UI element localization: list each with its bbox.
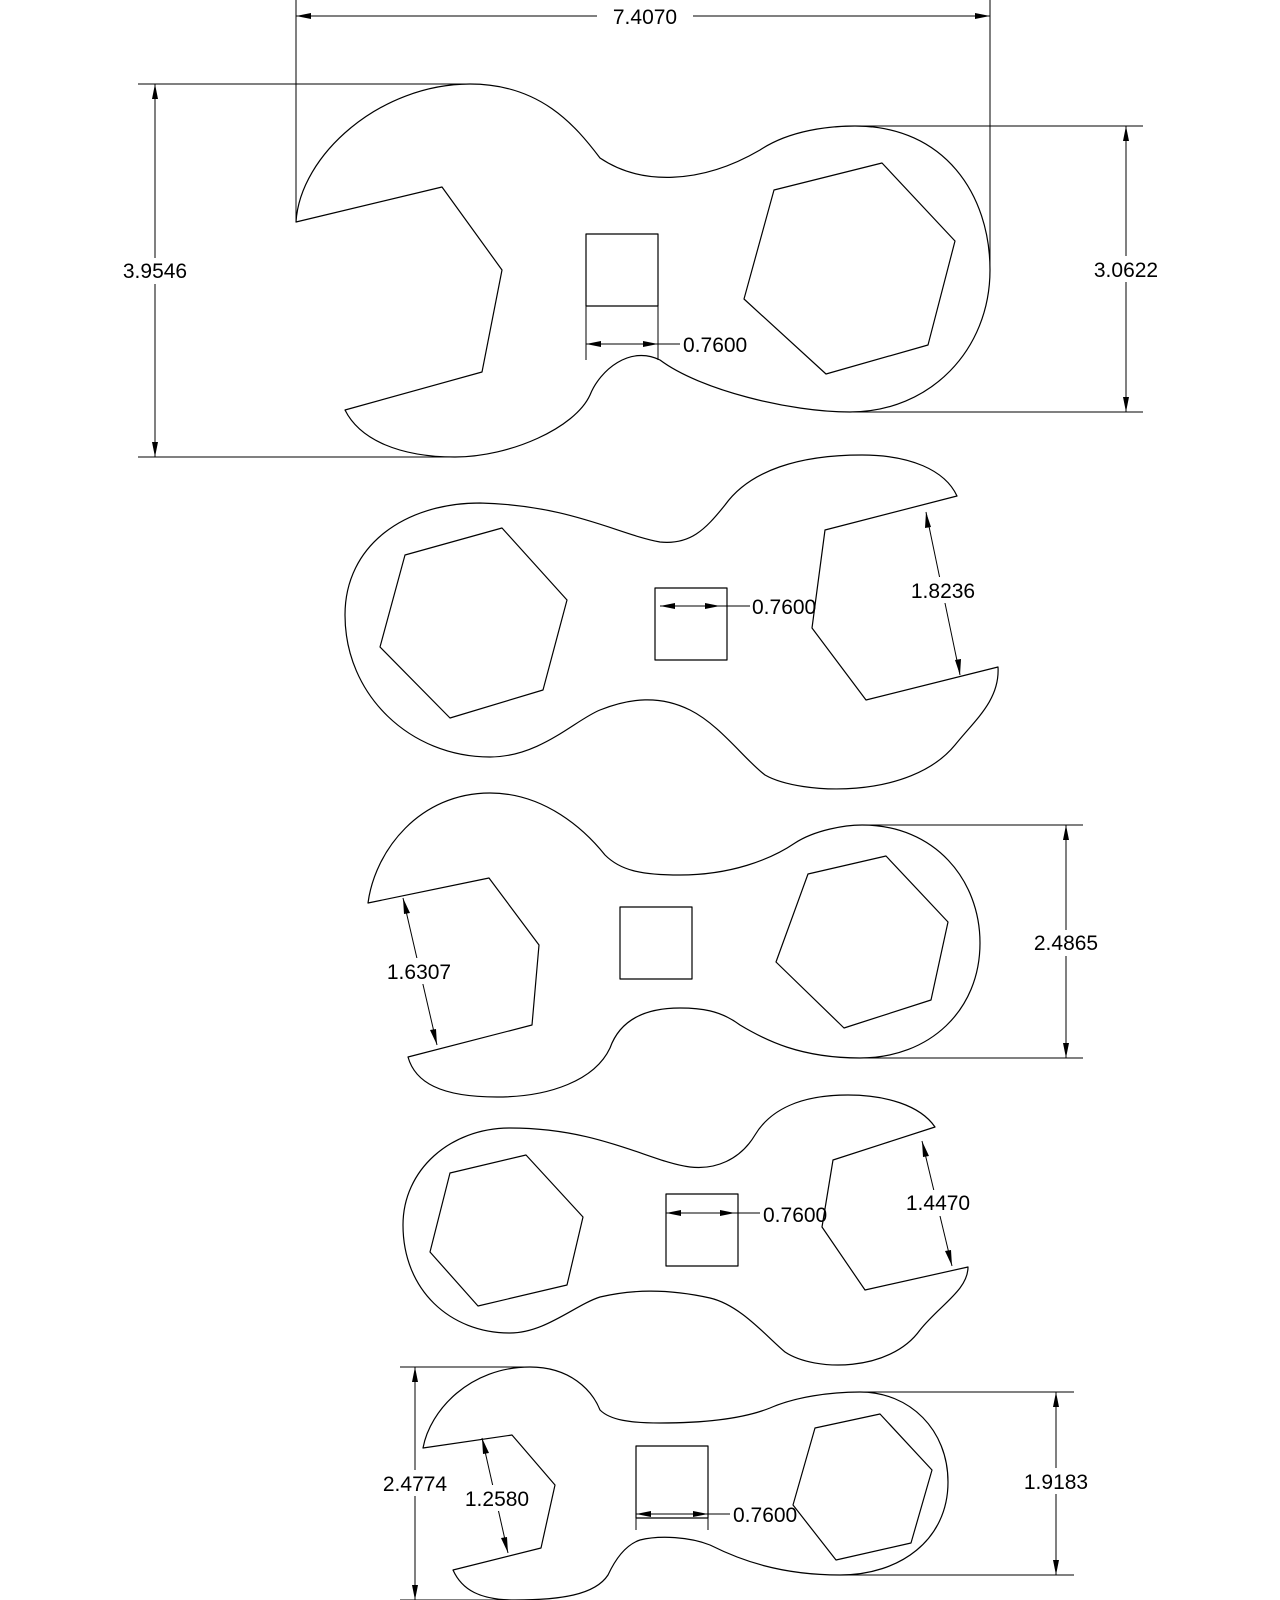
wrench-4-square-label: 0.7600	[763, 1204, 827, 1227]
wrench-2	[344, 454, 999, 790]
wrench-5-box-height-label: 1.9183	[1024, 1471, 1088, 1494]
wrench-2-box-hexagon	[379, 527, 568, 719]
wrench-4-jaw-dimension: 1.4470	[898, 1140, 978, 1267]
wrench-1	[295, 83, 991, 458]
wrench-4-jaw-label: 1.4470	[906, 1192, 970, 1215]
wrench-3-jaw-dimension: 1.6307	[379, 897, 459, 1046]
wrench-1-box-height-label: 3.0622	[1094, 259, 1158, 282]
wrench-2-jaw-dimension: 1.8236	[903, 511, 983, 676]
wrench-2-square-label: 0.7600	[752, 596, 816, 619]
wrench-3-jaw-label: 1.6307	[387, 961, 451, 984]
wrench-2-jaw-label: 1.8236	[911, 580, 975, 603]
wrench-4-square-dimension: 0.7600	[666, 1204, 827, 1227]
wrench-1-square-drive	[585, 233, 659, 307]
wrench-3-square-drive	[619, 906, 693, 980]
wrench-1-box-hexagon	[743, 162, 956, 375]
wrench-5-jaw-dimension: 1.2580	[458, 1437, 536, 1554]
overall-length-label: 7.4070	[613, 6, 677, 29]
wrench-5-square-label: 0.7600	[733, 1504, 797, 1527]
wrench-2-square-drive	[654, 587, 728, 661]
wrench-3-outline	[367, 792, 981, 1098]
wrench-3-box-hexagon	[775, 855, 949, 1029]
wrench-5-box-height-dimension: 1.9183	[840, 1391, 1096, 1576]
wrench-1-head-height-label: 3.9546	[123, 260, 187, 283]
wrench-4-square-drive	[665, 1193, 739, 1267]
wrench-1-head-height-dimension: 3.9546	[115, 83, 470, 458]
wrench-5-box-hexagon	[792, 1413, 933, 1561]
wrench-1-box-height-dimension: 3.0622	[850, 125, 1166, 413]
wrench-5-square-dimension: 0.7600	[635, 1504, 797, 1530]
wrench-4	[402, 1094, 969, 1366]
wrench-2-outline	[344, 454, 999, 790]
wrench-1-outline	[295, 83, 991, 458]
wrench-3	[367, 792, 981, 1098]
wrench-4-outline	[402, 1094, 969, 1366]
wrench-4-box-hexagon	[429, 1154, 584, 1307]
wrench-5-head-height-dimension: 2.4774	[377, 1366, 530, 1600]
wrench-3-box-height-dimension: 2.4865	[860, 824, 1106, 1059]
wrench-5-square-drive	[635, 1445, 709, 1519]
wrench-5	[422, 1366, 949, 1600]
wrench-3-box-height-label: 2.4865	[1034, 932, 1098, 955]
wrench-1-square-label: 0.7600	[683, 334, 747, 357]
wrench-5-head-height-label: 2.4774	[383, 1473, 448, 1496]
wrench-5-jaw-label: 1.2580	[465, 1488, 529, 1511]
wrench-5-outline	[422, 1366, 949, 1600]
overall-length-dimension: 7.4070	[295, 0, 991, 265]
wrench-2-square-dimension: 0.7600	[660, 596, 816, 619]
wrench-1-square-dimension: 0.7600	[585, 306, 747, 360]
